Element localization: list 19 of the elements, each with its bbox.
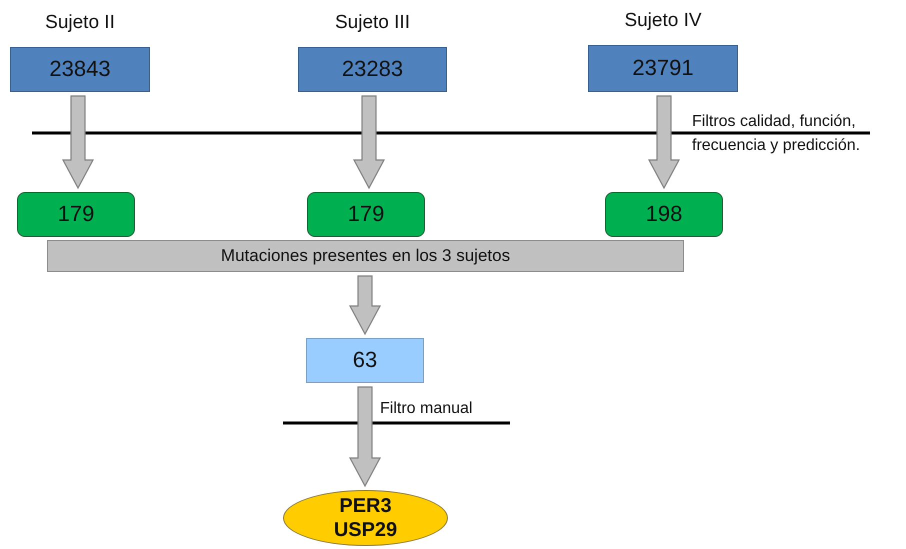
count-box: 23791 <box>588 45 738 92</box>
subject-heading: Sujeto II <box>45 12 115 34</box>
count-box: 63 <box>306 338 424 383</box>
block-arrow <box>62 95 94 190</box>
block-arrow <box>349 386 381 488</box>
note-text: Filtros calidad, función, frecuencia y predicción. <box>692 112 862 156</box>
block-arrow <box>353 95 385 190</box>
count-box: 23843 <box>10 47 150 92</box>
count-box: 198 <box>605 192 723 237</box>
note-text: Filtro manual <box>380 399 472 419</box>
block-arrow <box>648 95 680 190</box>
result-ellipse: PER3 USP29 <box>283 490 448 546</box>
filter-band: Mutaciones presentes en los 3 sujetos <box>47 240 684 272</box>
count-box: 179 <box>17 192 135 237</box>
block-arrow <box>349 275 381 336</box>
subject-heading: Sujeto IV <box>624 10 702 32</box>
subject-heading: Sujeto III <box>335 12 410 34</box>
count-box: 23283 <box>298 47 447 92</box>
count-box: 179 <box>307 192 425 237</box>
